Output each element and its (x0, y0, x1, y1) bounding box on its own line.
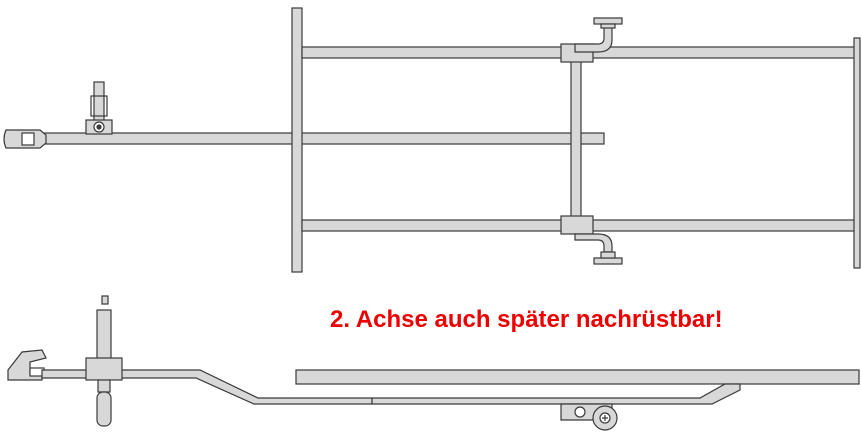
wheel-hub-icon (574, 17, 623, 53)
front-crossmember (291, 7, 303, 273)
top-view (3, 7, 861, 273)
drawbar-top (13, 132, 605, 145)
wheel-hub-icon (560, 403, 618, 431)
jockey-wheel-icon (85, 81, 113, 135)
retrofit-caption: 2. Achse auch später nachrüstbar! (330, 306, 723, 333)
underframe-beam (371, 383, 741, 405)
wheel-hub-icon (574, 233, 623, 265)
side-view (7, 295, 860, 431)
frame-side-rail (295, 369, 860, 385)
coupling-head-icon (7, 349, 47, 381)
coupling-head-icon (3, 129, 47, 149)
rear-crossmember (853, 37, 861, 269)
jockey-wheel-icon (85, 295, 123, 427)
axle-beam (570, 57, 582, 221)
